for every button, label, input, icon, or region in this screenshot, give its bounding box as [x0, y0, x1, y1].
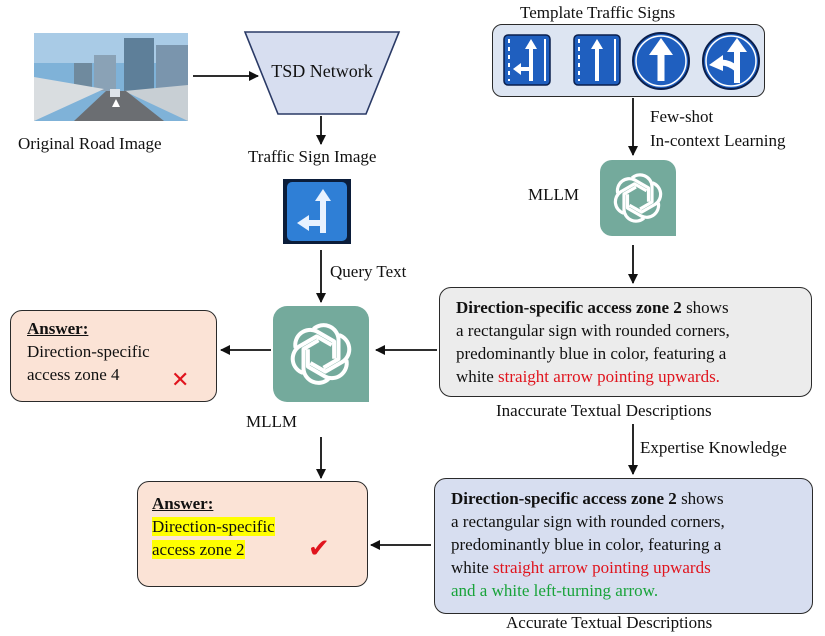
inaccurate-desc-t1: shows [681, 298, 729, 317]
inaccurate-description-box: Direction-specific access zone 2 shows a… [439, 287, 812, 397]
mllm-top-label: MLLM [528, 185, 579, 204]
traffic-sign-image-label: Traffic Sign Image [248, 147, 377, 166]
accurate-desc-t4: white [451, 558, 494, 577]
cross-mark-icon: ✕ [171, 368, 190, 393]
tsd-network: TSD Network [243, 30, 401, 116]
accurate-label: Accurate Textual Descriptions [506, 613, 713, 632]
template-sign-left-straight [503, 34, 551, 86]
accurate-desc-bold: Direction-specific access zone 2 [451, 489, 677, 508]
query-text-label: Query Text [330, 262, 407, 281]
chatgpt-logo-middle [273, 306, 369, 402]
chatgpt-logo-top [600, 160, 676, 236]
original-road-image-label: Original Road Image [18, 134, 162, 153]
answer-wrong-title: Answer: [27, 319, 89, 338]
answer-right-title: Answer: [152, 494, 214, 513]
tsd-network-label: TSD Network [271, 61, 373, 81]
accurate-desc-t2: a rectangular sign with rounded corners, [451, 512, 725, 531]
template-title: Template Traffic Signs [520, 3, 676, 22]
inaccurate-desc-t4: white [456, 367, 499, 386]
template-sign-round-straight [632, 32, 690, 90]
answer-right-box: Answer: Direction-specific access zone 2… [137, 481, 368, 587]
check-mark-icon: ✔ [308, 534, 330, 564]
accurate-desc-green: and a white left-turning arrow. [451, 581, 659, 600]
accurate-desc-red: straight arrow pointing upwards [493, 558, 711, 577]
inaccurate-desc-bold: Direction-specific access zone 2 [456, 298, 682, 317]
mllm-bottom-label: MLLM [246, 412, 297, 431]
inaccurate-label: Inaccurate Textual Descriptions [496, 401, 712, 420]
road-photo [34, 33, 188, 121]
template-signs-panel [492, 24, 765, 97]
answer-right-line2: access zone 2 [152, 540, 245, 559]
inaccurate-desc-t3: predominantly blue in color, featuring a [456, 344, 727, 363]
few-shot-label: Few-shot [650, 107, 714, 126]
traffic-sign-crop [283, 179, 351, 244]
answer-wrong-line1: Direction-specific [27, 342, 150, 361]
inaccurate-desc-red: straight arrow pointing upwards. [498, 367, 720, 386]
expertise-knowledge-label: Expertise Knowledge [640, 438, 787, 457]
template-sign-straight [573, 34, 621, 86]
in-context-learning-label: In-context Learning [650, 131, 786, 150]
accurate-desc-t3: predominantly blue in color, featuring a [451, 535, 722, 554]
accurate-desc-t1: shows [676, 489, 724, 508]
inaccurate-desc-t2: a rectangular sign with rounded corners, [456, 321, 730, 340]
accurate-description-box: Direction-specific access zone 2 shows a… [434, 478, 813, 614]
template-sign-round-straight-left [702, 32, 760, 90]
answer-wrong-line2: access zone 4 [27, 365, 120, 384]
answer-right-line1: Direction-specific [152, 517, 275, 536]
answer-wrong-box: Answer: Direction-specific access zone 4… [10, 310, 217, 402]
